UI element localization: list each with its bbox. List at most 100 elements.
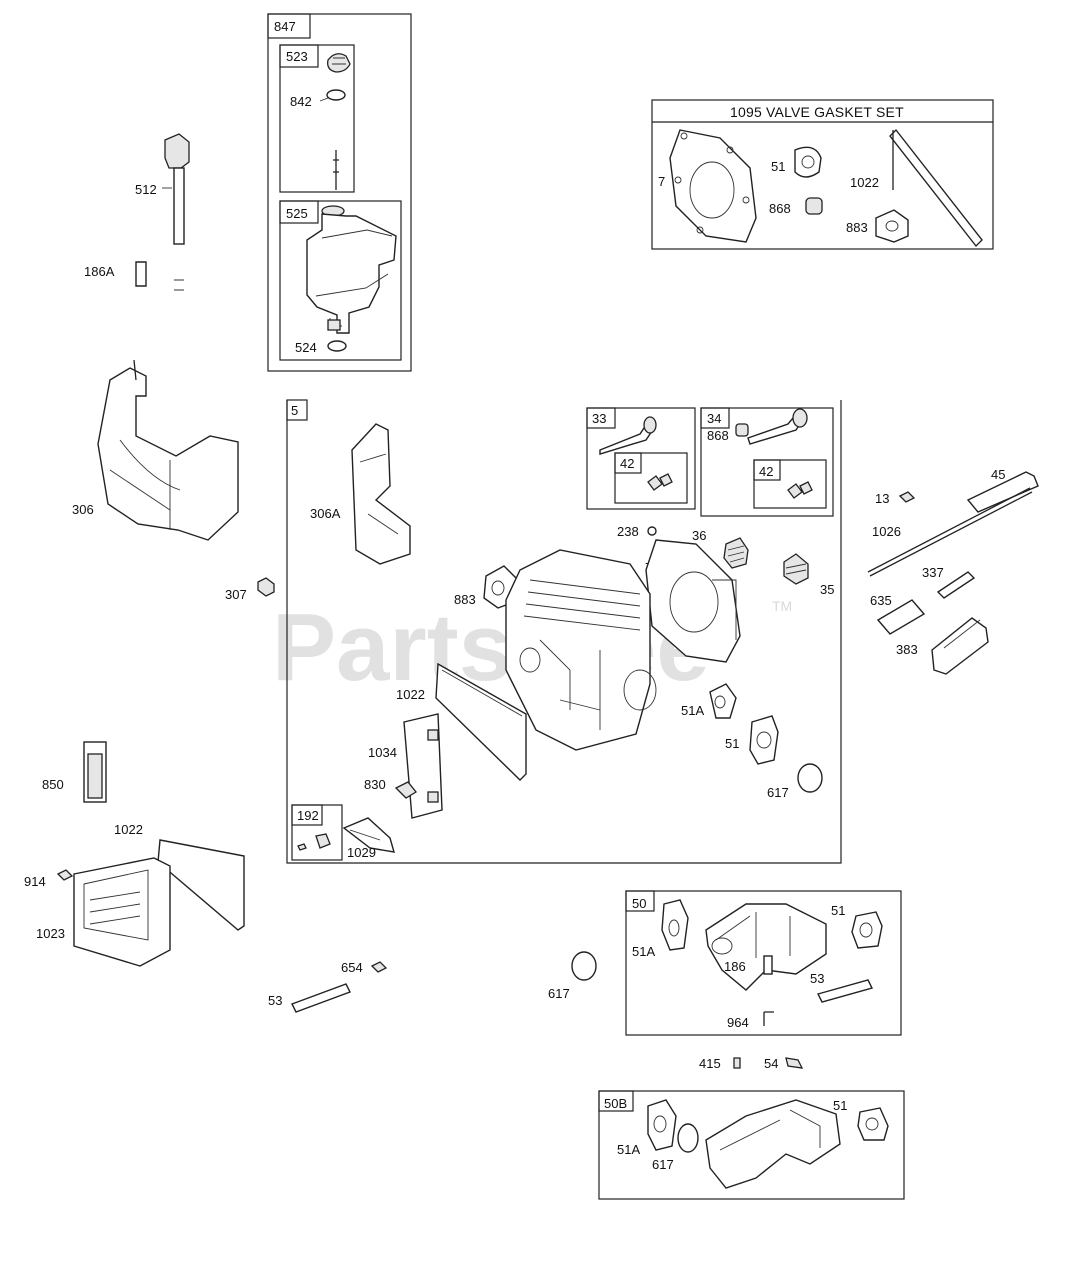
label-617-head: 617 xyxy=(767,785,789,800)
label-51A-50B: 51A xyxy=(617,1142,640,1157)
bolt-part-914[interactable] xyxy=(56,869,74,881)
sealant-tube-part-850[interactable] xyxy=(83,741,107,803)
intake-manifold-box-50B[interactable]: 50B xyxy=(598,1090,905,1200)
stud-part-53-50[interactable] xyxy=(816,979,874,1003)
bolt-part-54[interactable] xyxy=(785,1057,804,1069)
intake-manifold-part-50[interactable] xyxy=(705,903,827,991)
rocker-kit-box-192[interactable]: 192 xyxy=(291,804,343,861)
label-524: 524 xyxy=(295,340,317,355)
gasket-part-51A-head[interactable] xyxy=(709,683,737,719)
rocker-part-1029[interactable] xyxy=(342,817,395,853)
kit-box-847[interactable]: 847 523 525 xyxy=(267,13,412,372)
box-label-50: 50 xyxy=(632,896,646,911)
label-883-head: 883 xyxy=(454,592,476,607)
gasket-part-1034[interactable] xyxy=(403,713,443,819)
o-ring-part-617-mid[interactable] xyxy=(571,951,597,981)
spark-plug-cover-part-383[interactable] xyxy=(931,617,989,675)
dipstick-part-512[interactable] xyxy=(162,133,190,245)
label-868-head: 868 xyxy=(707,428,729,443)
gasket-part-51-head[interactable] xyxy=(749,715,779,765)
exhaust-valve-part-33[interactable] xyxy=(599,416,657,455)
oil-fill-cap-part[interactable] xyxy=(327,53,351,73)
head-gasket-part-7[interactable] xyxy=(669,129,757,243)
valve-spring-part-36[interactable] xyxy=(723,537,749,569)
box-label-34: 34 xyxy=(707,411,721,426)
label-415: 415 xyxy=(699,1056,721,1071)
gasket-part-51A-50B[interactable] xyxy=(647,1099,677,1151)
spark-plug-part-337[interactable] xyxy=(936,571,976,599)
label-186-50: 186 xyxy=(724,959,746,974)
box-label-34-42: 42 xyxy=(759,464,773,479)
o-ring-524-part[interactable] xyxy=(327,340,347,352)
pin-part-238[interactable] xyxy=(647,526,657,536)
screw-part-415[interactable] xyxy=(733,1057,741,1069)
label-1022-head: 1022 xyxy=(396,687,425,702)
dipstick-tip-part[interactable] xyxy=(333,150,339,190)
intake-manifold-box-50[interactable]: 50 xyxy=(625,890,902,1036)
label-383: 383 xyxy=(896,642,918,657)
gasket-part-883-set[interactable] xyxy=(875,209,909,243)
label-51A-head: 51A xyxy=(681,703,704,718)
valve-keeper-part-42a[interactable] xyxy=(647,473,673,491)
seal-part-868-set[interactable] xyxy=(805,197,823,215)
label-512: 512 xyxy=(135,182,157,197)
screw-part-830[interactable] xyxy=(394,781,417,799)
push-rod-part-1026[interactable] xyxy=(867,487,1033,577)
fitting-part-186A[interactable] xyxy=(135,261,184,291)
stud-part-45[interactable] xyxy=(966,471,1039,513)
label-830: 830 xyxy=(364,777,386,792)
label-883-set: 883 xyxy=(846,220,868,235)
blower-housing-part-306[interactable] xyxy=(97,359,239,541)
cylinder-head-box-5[interactable]: 5 xyxy=(286,399,842,864)
intake-manifold-part-50B[interactable] xyxy=(705,1099,841,1189)
air-guide-part-306A[interactable] xyxy=(351,423,411,565)
valve-spring-part-35[interactable] xyxy=(783,553,809,585)
label-51-50B: 51 xyxy=(833,1098,847,1113)
cylinder-head-part[interactable] xyxy=(505,549,657,751)
exhaust-valve-box-33[interactable]: 33 42 xyxy=(586,407,696,510)
gasket-part-51-50B[interactable] xyxy=(857,1107,889,1141)
gasket-part-1022-cover[interactable] xyxy=(157,839,245,931)
clip-part-964[interactable] xyxy=(763,1011,774,1026)
label-868-set: 868 xyxy=(769,201,791,216)
gasket-part-1022-set[interactable] xyxy=(889,128,983,248)
label-7-set: 7 xyxy=(658,174,665,189)
label-617-mid: 617 xyxy=(548,986,570,1001)
o-ring-part-617-50B[interactable] xyxy=(677,1123,699,1153)
nut-part-654[interactable] xyxy=(370,961,388,973)
bolt-part-307[interactable] xyxy=(257,577,275,597)
valve-keeper-part-42b[interactable] xyxy=(787,481,813,499)
label-964: 964 xyxy=(727,1015,749,1030)
intake-valve-box-34[interactable]: 34 42 xyxy=(700,407,834,517)
stud-part-53-left[interactable] xyxy=(291,983,351,1013)
oil-fill-tube-part[interactable] xyxy=(306,205,397,334)
label-842: 842 xyxy=(290,94,312,109)
head-gasket-part-7-head[interactable] xyxy=(645,539,741,663)
valve-cover-part-1023[interactable] xyxy=(73,857,171,967)
label-51-head: 51 xyxy=(725,736,739,751)
label-337: 337 xyxy=(922,565,944,580)
nut-part-13[interactable] xyxy=(898,491,916,503)
o-ring-842-part[interactable] xyxy=(319,89,346,102)
bushing-part-635[interactable] xyxy=(876,599,926,635)
label-54: 54 xyxy=(764,1056,778,1071)
gasket-part-51-set[interactable] xyxy=(794,146,822,178)
label-51-50: 51 xyxy=(831,903,845,918)
gasket-part-51A-50[interactable] xyxy=(661,899,689,951)
label-45: 45 xyxy=(991,467,1005,482)
label-13: 13 xyxy=(875,491,889,506)
box-label-33: 33 xyxy=(592,411,606,426)
label-1029: 1029 xyxy=(347,845,376,860)
label-1023: 1023 xyxy=(36,926,65,941)
intake-valve-part-34[interactable] xyxy=(735,408,808,445)
fitting-part-186-50[interactable] xyxy=(763,955,773,975)
label-36: 36 xyxy=(692,528,706,543)
gasket-part-51-50[interactable] xyxy=(851,911,883,949)
valve-gasket-set-box[interactable]: 1095 VALVE GASKET SET xyxy=(651,99,994,250)
box-label-523: 523 xyxy=(286,49,308,64)
gasket-part-1022-head[interactable] xyxy=(435,662,527,781)
watermark-trademark: TM xyxy=(772,598,792,614)
o-ring-part-617-head[interactable] xyxy=(797,763,823,793)
